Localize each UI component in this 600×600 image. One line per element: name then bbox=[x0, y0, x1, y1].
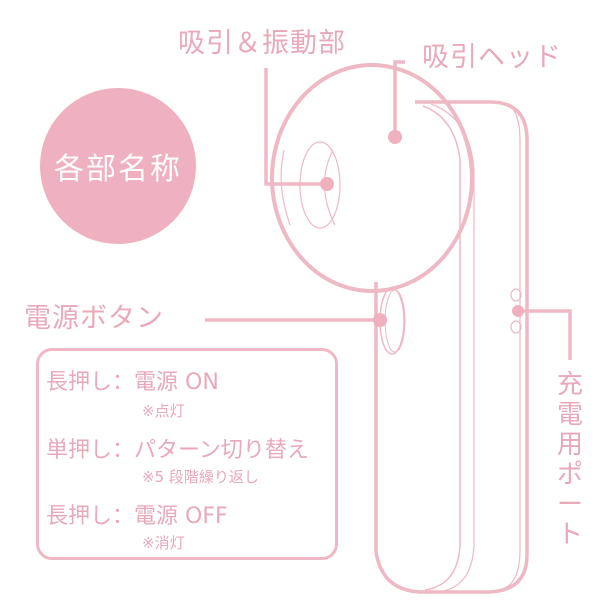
instruction-3-note: ※消灯 bbox=[142, 534, 185, 552]
instruction-2-note: ※5 段階繰り返し bbox=[142, 468, 259, 486]
instructions-box bbox=[36, 348, 338, 560]
instruction-1-note: ※点灯 bbox=[142, 402, 185, 420]
section-badge: 各部名称 bbox=[40, 88, 196, 244]
label-suction-head: 吸引ヘッド bbox=[422, 42, 562, 73]
instruction-3: 長押し：電源 OFF bbox=[46, 504, 228, 529]
badge-title: 各部名称 bbox=[54, 152, 182, 187]
instruction-2: 単押し：パターン切り替え bbox=[46, 438, 309, 463]
label-suction-vibration: 吸引＆振動部 bbox=[178, 28, 346, 59]
instruction-1: 長押し：電源 ON bbox=[46, 370, 219, 395]
label-charging-port: 充 電 用 ポ ー ト bbox=[556, 370, 583, 550]
label-power-button: 電源ボタン bbox=[24, 303, 164, 334]
